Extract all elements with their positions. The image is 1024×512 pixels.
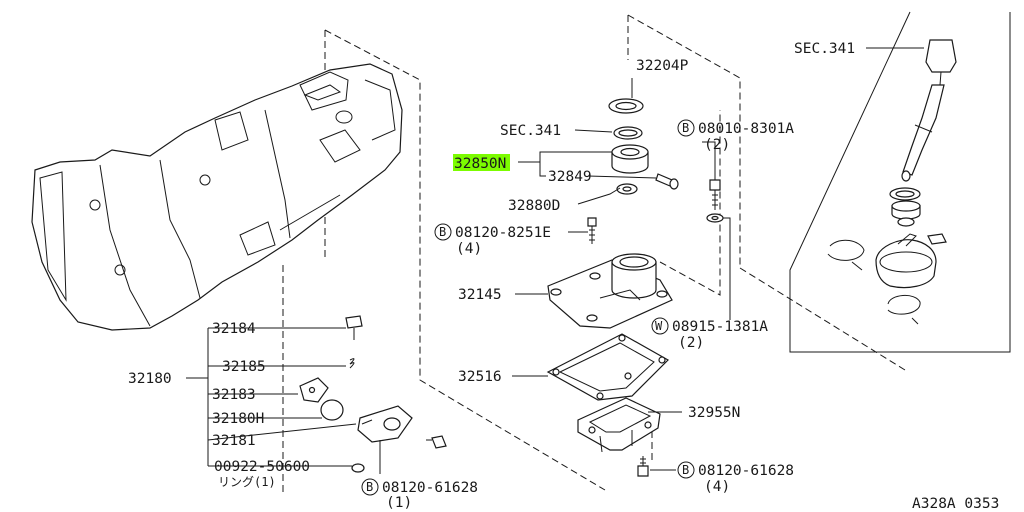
part-08915-1381a-washer [706, 213, 724, 223]
label-qty-2a: (2) [704, 137, 730, 153]
part-shift-knob [901, 39, 957, 182]
part-32183-plate [299, 377, 329, 403]
transmission-housing [31, 63, 403, 331]
part-snap-ring-2 [613, 126, 643, 140]
label-qty-4a: (4) [456, 241, 482, 257]
prefix-b-letter: B [366, 480, 373, 494]
label-qty-1: (1) [386, 495, 412, 511]
prefix-b-letter: B [682, 121, 689, 135]
prefix-w-circle [651, 317, 669, 335]
label-08120-8251e: 08120-8251E [455, 225, 551, 241]
highlight-32850n [453, 154, 510, 171]
prefix-b-letter: B [439, 225, 446, 239]
part-08010-8301a-bolt [709, 179, 721, 210]
part-bottom-snap-ring [887, 295, 921, 325]
part-32181-bracket [357, 405, 413, 443]
label-08915-1381a: 08915-1381A [672, 319, 768, 335]
label-32850n: 32850N [454, 156, 506, 172]
leader-lines [186, 47, 924, 474]
part-32184-cap [345, 315, 363, 340]
part-32880d-washer [616, 183, 638, 195]
label-08120-61628-bottom: 08120-61628 [382, 480, 478, 496]
part-08120-61628-bolt-right [637, 456, 649, 477]
label-32849: 32849 [548, 169, 592, 185]
prefix-b-circle [677, 461, 695, 479]
label-32204p: 32204P [636, 58, 689, 74]
shifter-assembly-frame [789, 11, 1011, 353]
label-32180: 32180 [128, 371, 172, 387]
callout-labels: 32204P SEC.341 32850N 32849 32880D B 081… [128, 41, 999, 512]
prefix-b-circle [434, 223, 452, 241]
part-shifter-collar [889, 187, 921, 227]
part-32185-spring [349, 358, 355, 369]
part-shift-boot [875, 233, 937, 289]
label-32183: 32183 [212, 387, 256, 403]
part-08120-8251e-bolt [587, 217, 597, 244]
label-32184: 32184 [212, 321, 256, 337]
part-00922-50600-ring [351, 463, 365, 473]
prefix-b-circle [677, 119, 695, 137]
part-bolt-small [426, 435, 447, 449]
label-32955n: 32955N [688, 405, 740, 421]
label-32180h: 32180H [212, 411, 264, 427]
part-shifter-clip [927, 233, 947, 245]
label-ring-jp: リング(1) [218, 475, 276, 489]
prefix-b-circle [361, 478, 379, 496]
label-sec341-right: SEC.341 [794, 41, 855, 57]
prefix-b-letter: B [682, 463, 689, 477]
part-32145-cover-plate [547, 253, 673, 329]
label-32880d: 32880D [508, 198, 560, 214]
prefix-w-letter: W [655, 319, 663, 333]
label-qty-4b: (4) [704, 479, 730, 495]
label-32185: 32185 [222, 359, 266, 375]
label-32516: 32516 [458, 369, 502, 385]
part-32955n-housing [577, 397, 661, 453]
label-00922-50600: 00922-50600 [214, 459, 310, 475]
part-32849-pin [655, 173, 679, 190]
part-32850n-bushing [611, 144, 649, 174]
diagram-id: A328A 0353 [912, 496, 999, 512]
label-32181: 32181 [212, 433, 256, 449]
label-08120-61628-right: 08120-61628 [698, 463, 794, 479]
label-32145: 32145 [458, 287, 502, 303]
part-32516-gasket [546, 333, 669, 401]
label-08010-8301a: 08010-8301A [698, 121, 794, 137]
part-32180h-disc [320, 399, 344, 421]
part-boot-clamp [827, 239, 865, 271]
part-32204p-snap-ring [608, 98, 644, 114]
label-sec341-mid: SEC.341 [500, 123, 561, 139]
label-qty-2b: (2) [678, 335, 704, 351]
